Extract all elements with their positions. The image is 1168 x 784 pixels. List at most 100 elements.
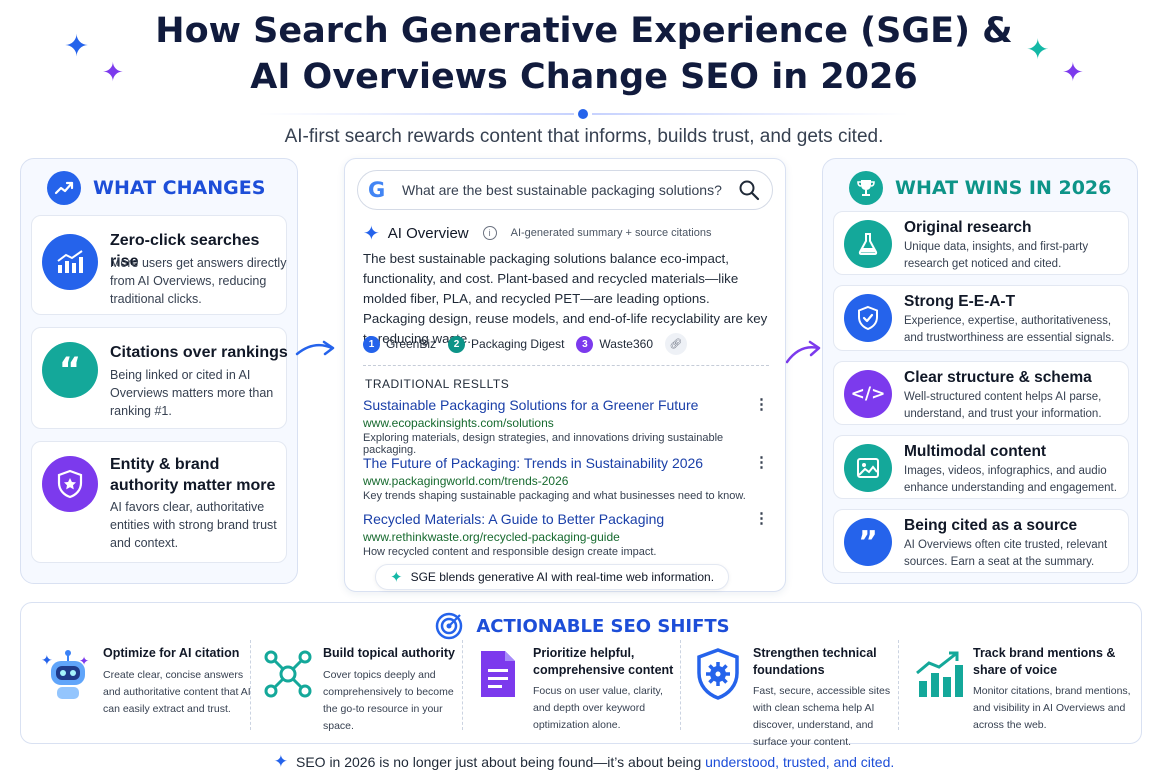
more-options-icon[interactable]: ⋮ xyxy=(754,510,769,527)
ai-overview-label: AI Overview xyxy=(387,224,469,242)
citation-number: 3 xyxy=(576,335,594,353)
what-changes-title: WHAT CHANGES xyxy=(93,177,266,199)
column-divider xyxy=(680,640,681,730)
citation-number: 1 xyxy=(363,335,380,353)
action-desc: Fast, secure, accessible sites with clea… xyxy=(753,685,891,748)
column-divider xyxy=(462,640,463,730)
link-icon[interactable]: 🔗︎ xyxy=(665,333,688,355)
section-divider xyxy=(363,365,769,366)
image-icon xyxy=(844,444,892,492)
sparkle-icon: ✦ xyxy=(390,568,403,586)
title-divider xyxy=(592,113,908,115)
network-icon xyxy=(264,650,312,698)
more-options-icon[interactable]: ⋮ xyxy=(754,454,769,471)
search-icon[interactable] xyxy=(738,179,760,201)
actionable-shifts-title: ACTIONABLE SEO SHIFTS xyxy=(476,615,730,637)
action-desc: Monitor citations, brand mentions, and v… xyxy=(973,685,1131,731)
win-card: Multimodal content Images, videos, infog… xyxy=(833,435,1129,499)
result-title-link[interactable]: Sustainable Packaging Solutions for a Gr… xyxy=(363,397,699,413)
sge-note-pill: ✦ SGE blends generative AI with real-tim… xyxy=(375,564,730,590)
source-citation[interactable]: 1 GreenBiz xyxy=(363,335,437,353)
citation-number: 2 xyxy=(448,335,466,353)
action-item: Track brand mentions & share of voice Mo… xyxy=(911,643,1137,743)
traditional-results-label: TRADITIONAL RESLLTS xyxy=(365,377,510,391)
info-icon[interactable]: i xyxy=(482,226,497,240)
result-title-link[interactable]: The Future of Packaging: Trends in Susta… xyxy=(363,455,704,471)
result-snippet: Key trends shaping sustainable packaging… xyxy=(363,490,746,502)
growth-chart-icon xyxy=(42,234,98,290)
action-item: ✦✦ Optimize for AI citation Create clear… xyxy=(41,643,251,743)
actionable-shifts-header: ACTIONABLE SEO SHIFTS xyxy=(21,611,1143,641)
google-logo-icon: G xyxy=(368,178,386,202)
source-citation[interactable]: 2 Packaging Digest xyxy=(448,335,565,353)
arrow-right-icon xyxy=(295,340,335,356)
win-card: ” Being cited as a source AI Overviews o… xyxy=(833,509,1129,573)
change-card-desc: AI favors clear, authoritative entities … xyxy=(110,500,277,550)
change-card-desc: Being linked or cited in AI Overviews ma… xyxy=(110,368,274,418)
change-card-title: Citations over rankings xyxy=(110,344,288,361)
flask-icon xyxy=(844,220,892,268)
trophy-icon xyxy=(849,171,883,205)
change-card: Zero-click searches rise More users get … xyxy=(31,215,287,315)
search-query[interactable]: What are the best sustainable packaging … xyxy=(402,182,722,198)
action-item: Build topical authority Cover topics dee… xyxy=(261,643,461,743)
change-card-desc: More users get answers directly from AI … xyxy=(110,256,287,306)
growth-chart-icon xyxy=(916,651,963,697)
title-divider xyxy=(258,113,574,115)
footer-highlight: understood, trusted, and cited. xyxy=(705,754,895,770)
win-card-desc: Well-structured content helps AI parse, … xyxy=(904,391,1102,420)
action-item: Strengthen technical foundations Fast, s… xyxy=(691,643,901,748)
sparkle-icon: ✦ xyxy=(1026,33,1050,66)
actionable-shifts-panel: ACTIONABLE SEO SHIFTS ✦✦ Optimize for AI… xyxy=(20,602,1143,748)
action-desc: Create clear, concise answers and author… xyxy=(103,669,251,715)
search-result: Recycled Materials: A Guide to Better Pa… xyxy=(363,510,771,559)
win-card: Original research Unique data, insights,… xyxy=(833,211,1129,275)
shield-gear-icon xyxy=(697,648,739,700)
result-snippet: Exploring materials, design strategies, … xyxy=(363,432,724,456)
action-item: Prioritize helpful, comprehensive conten… xyxy=(471,643,681,743)
win-card-desc: AI Overviews often cite trusted, relevan… xyxy=(904,539,1108,568)
win-card-desc: Unique data, insights, and first-party r… xyxy=(904,241,1089,270)
ai-overview-header: ✦ AI Overview i AI-generated summary + s… xyxy=(363,221,711,245)
result-url[interactable]: www.packagingworld.com/trends-2026 xyxy=(363,474,569,488)
source-name: GreenBiz xyxy=(386,337,437,351)
win-card-title: Clear structure & schema xyxy=(904,369,1092,386)
what-wins-panel: WHAT WINS IN 2026 Original research Uniq… xyxy=(822,158,1138,584)
win-card-desc: Experience, expertise, authoritativeness… xyxy=(904,315,1115,344)
quote-icon: ” xyxy=(844,518,892,566)
ai-sparkle-icon: ✦ xyxy=(363,221,380,245)
ai-overview-note: AI-generated summary + source citations xyxy=(510,227,712,239)
shield-check-icon xyxy=(844,294,892,342)
result-title-link[interactable]: Recycled Materials: A Guide to Better Pa… xyxy=(363,511,665,527)
change-card-title: Entity & brand authority matter more xyxy=(110,456,276,494)
sparkle-icon: ✦ xyxy=(64,29,90,64)
what-wins-header: WHAT WINS IN 2026 xyxy=(849,171,1111,205)
source-citations: 1 GreenBiz 2 Packaging Digest 3 Waste360… xyxy=(363,333,688,355)
action-desc: Focus on user value, clarity, and depth … xyxy=(533,685,663,731)
search-result: The Future of Packaging: Trends in Susta… xyxy=(363,454,771,503)
robot-icon: ✦✦ xyxy=(41,650,89,699)
change-card-title: Zero-click searches rise xyxy=(110,232,260,270)
action-desc: Cover topics deeply and comprehensively … xyxy=(323,669,454,732)
result-url[interactable]: www.rethinkwaste.org/recycled-packaging-… xyxy=(363,530,620,544)
shield-star-icon xyxy=(42,456,98,512)
sparkle-icon: ✦ xyxy=(102,58,124,88)
search-bar[interactable]: G What are the best sustainable packagin… xyxy=(357,170,773,210)
more-options-icon[interactable]: ⋮ xyxy=(754,396,769,413)
column-divider xyxy=(898,640,899,730)
svg-text:✦: ✦ xyxy=(41,653,53,669)
source-citation[interactable]: 3 Waste360 xyxy=(576,335,653,353)
source-name: Packaging Digest xyxy=(471,337,565,351)
result-url[interactable]: www.ecopackinsights.com/solutions xyxy=(363,416,554,430)
change-card: Entity & brand authority matter more AI … xyxy=(31,441,287,563)
column-divider xyxy=(250,640,251,730)
win-card-title: Strong E-E-A-T xyxy=(904,293,1016,310)
change-card: “ Citations over rankings Being linked o… xyxy=(31,327,288,429)
page-subtitle: AI-first search rewards content that inf… xyxy=(284,126,884,147)
win-card-desc: Images, videos, infographics, and audio … xyxy=(904,465,1117,494)
footer-text: SEO in 2026 is no longer just about bein… xyxy=(295,754,706,770)
search-result: Sustainable Packaging Solutions for a Gr… xyxy=(363,396,771,457)
search-results-panel: G What are the best sustainable packagin… xyxy=(344,158,786,592)
action-title: Strengthen technical foundations xyxy=(753,646,877,677)
win-card-title: Original research xyxy=(904,219,1032,236)
